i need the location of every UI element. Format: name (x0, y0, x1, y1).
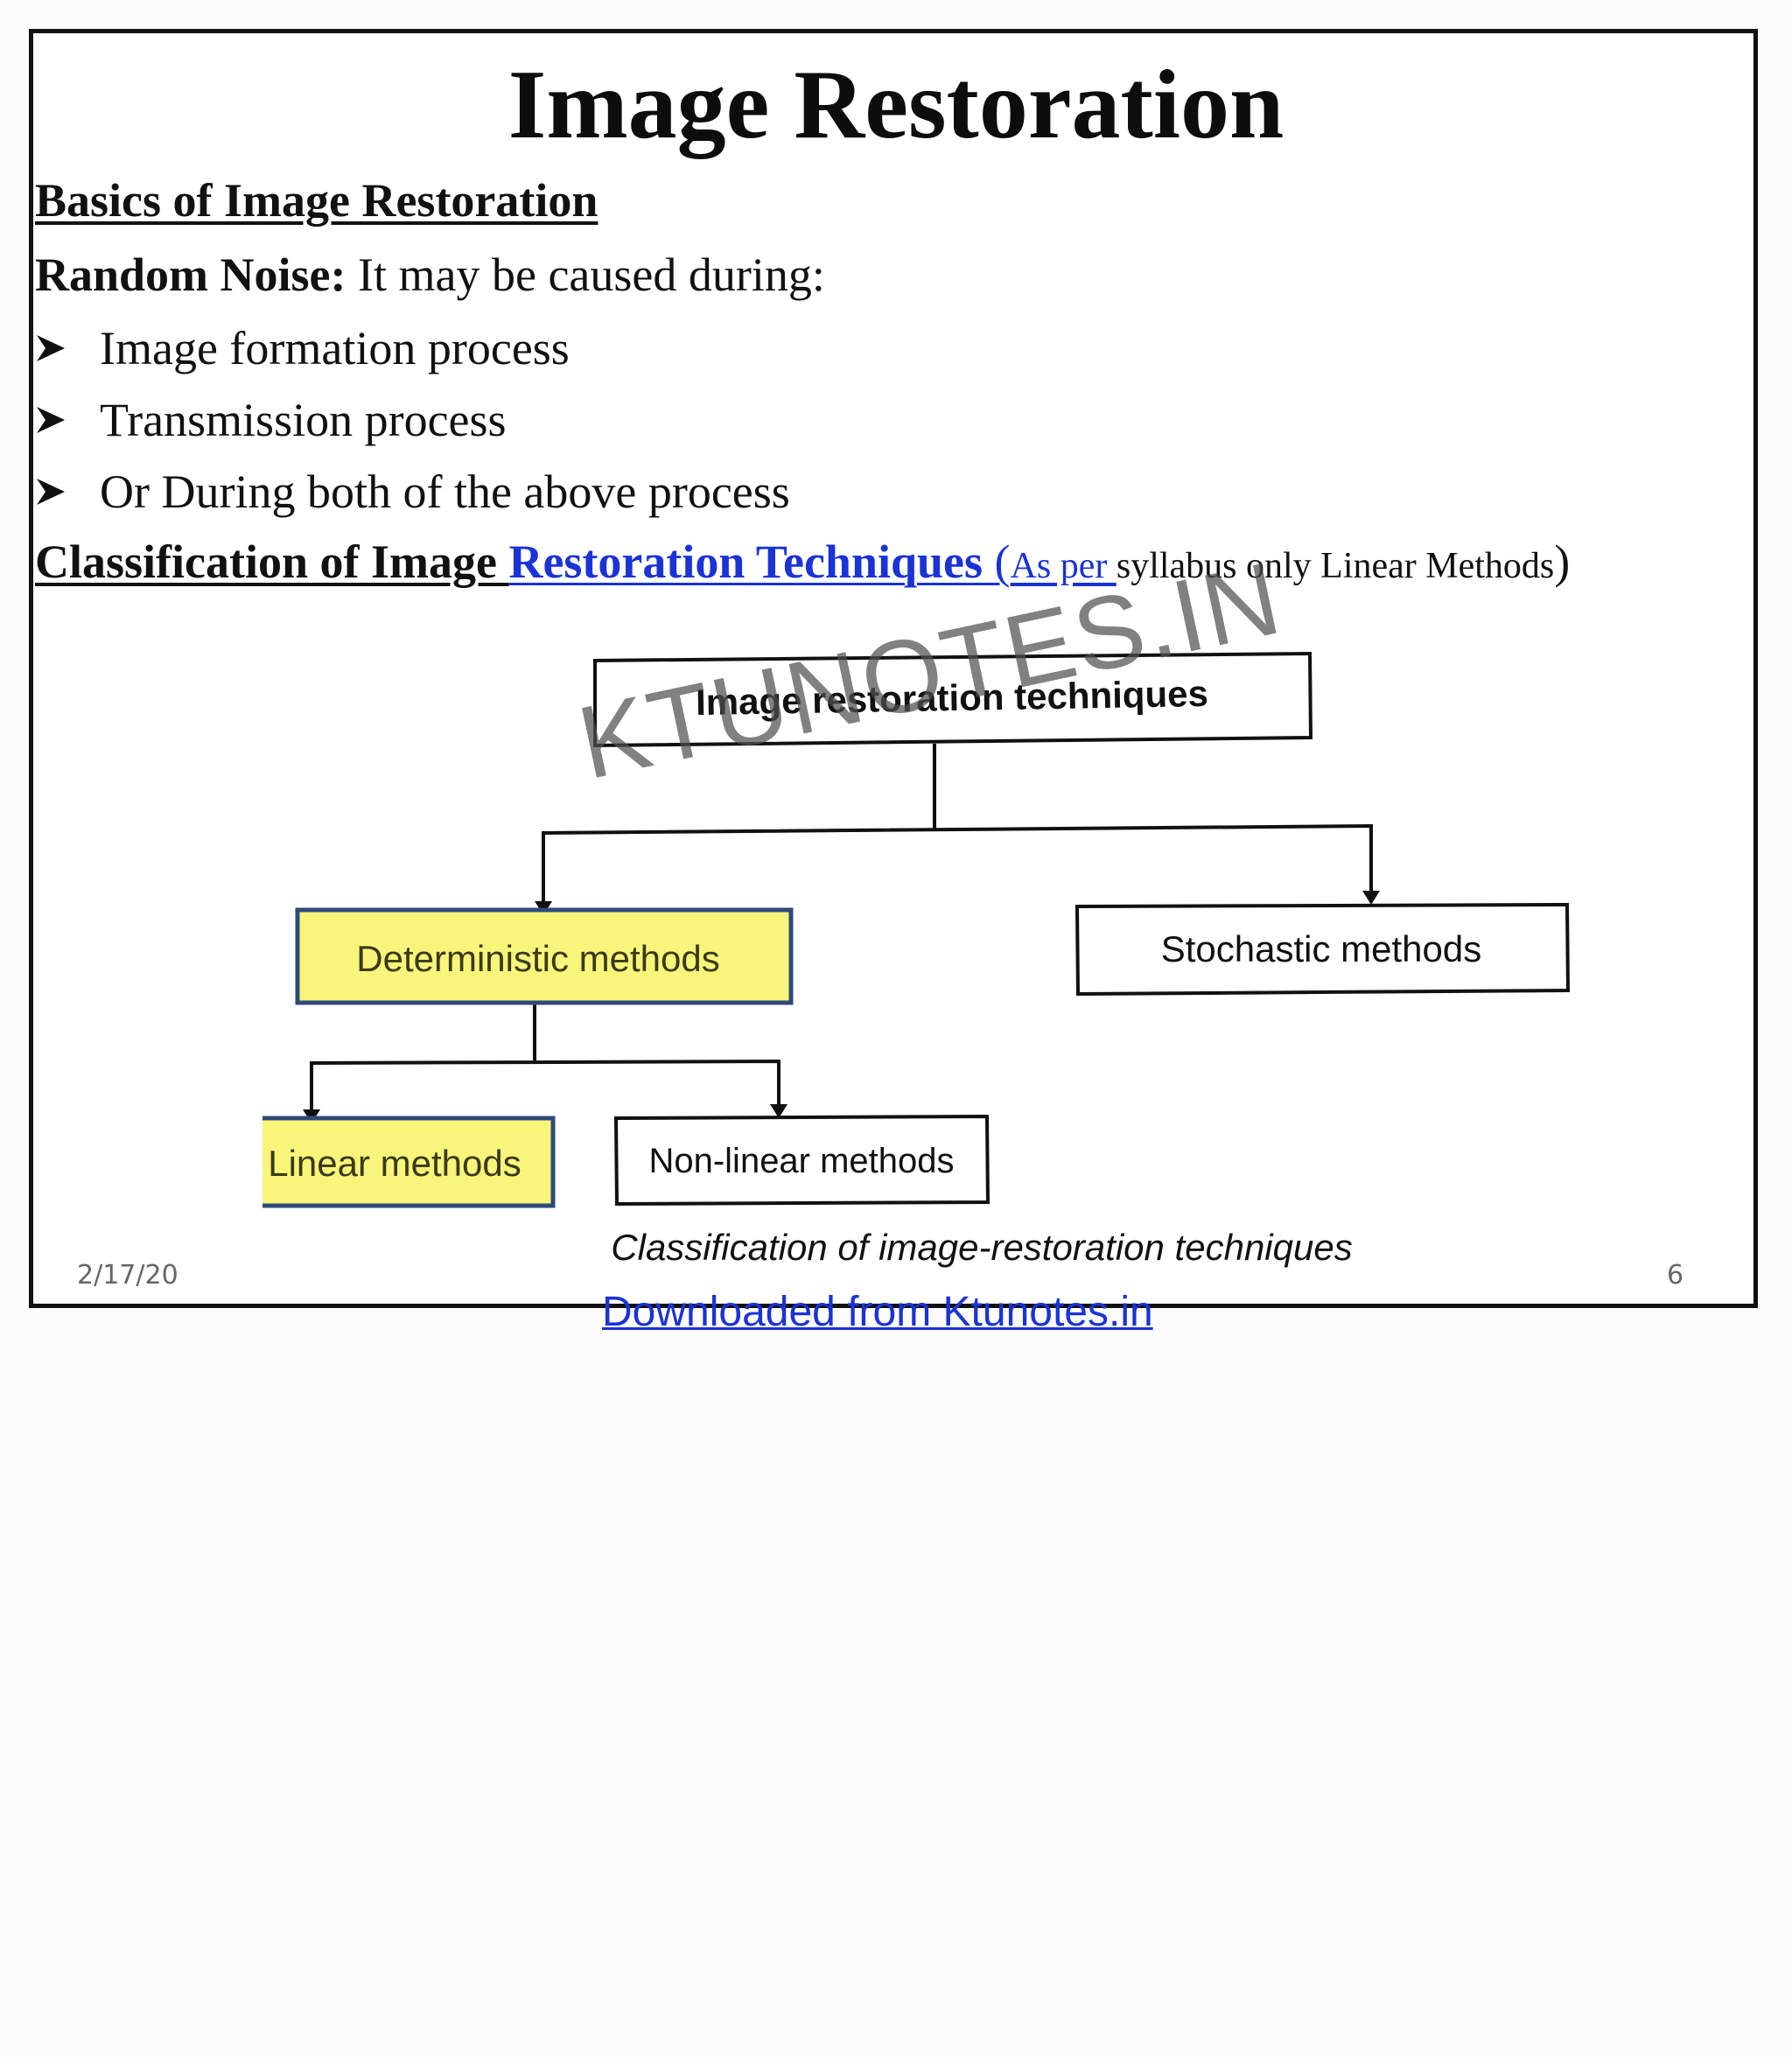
deterministic-node-label: Deterministic methods (356, 938, 719, 979)
footer-date: 2/17/20 (77, 1260, 178, 1291)
classification-syllabus-note: syllabus only Linear Methods (1116, 546, 1555, 586)
nonlinear-node: Non-linear methods (613, 1114, 990, 1207)
stochastic-node: Stochastic methods (1074, 902, 1571, 997)
classification-part-blue: Restoration Techniques (508, 535, 995, 588)
download-link[interactable]: Downloaded from Ktunotes.in (602, 1289, 1153, 1335)
random-noise-label: Random Noise: (35, 248, 346, 301)
section-heading: Basics of Image Restoration (35, 174, 598, 227)
classification-as-per: As per (1010, 546, 1116, 586)
arrowhead-bullet-icon (37, 335, 65, 361)
root-node-label: Image restoration techniques (696, 673, 1209, 723)
classification-open-paren: ( (994, 535, 1011, 588)
bullet-item-3: Or During both of the above process (35, 464, 790, 520)
bullet-item-1: Image formation process (35, 320, 570, 376)
stochastic-node-label: Stochastic methods (1161, 928, 1482, 969)
deterministic-node: Deterministic methods (295, 907, 794, 1005)
diagram-connectors (310, 744, 1373, 1116)
classification-part-black: Classification of Image (35, 535, 509, 588)
random-noise-line: Random Noise: It may be caused during: (35, 247, 825, 303)
footer-page-number: 6 (1667, 1260, 1684, 1291)
classification-diagram: Image restoration techniques Determinist… (262, 651, 1571, 1268)
bullet-text: Image formation process (100, 322, 570, 374)
linear-node: Linear methods (262, 1116, 556, 1208)
nonlinear-node-label: Non-linear methods (648, 1142, 954, 1180)
arrowhead-bullet-icon (37, 407, 65, 433)
arrowhead-bullet-icon (37, 479, 65, 505)
bullet-text: Transmission process (100, 394, 507, 446)
root-node: Image restoration techniques (593, 651, 1313, 748)
bullet-item-2: Transmission process (35, 392, 507, 448)
classification-heading: Classification of Image Restoration Tech… (35, 534, 1570, 594)
arrow-to-stochastic (1362, 891, 1380, 905)
linear-node-label: Linear methods (268, 1143, 522, 1184)
bullet-text: Or During both of the above process (100, 465, 790, 518)
arrow-to-nonlinear (770, 1104, 788, 1118)
random-noise-text: It may be caused during: (346, 248, 825, 301)
classification-close-paren: ) (1554, 535, 1571, 588)
page-title: Image Restoration (508, 51, 1284, 159)
diagram-caption: Classification of image-restoration tech… (611, 1227, 1352, 1268)
